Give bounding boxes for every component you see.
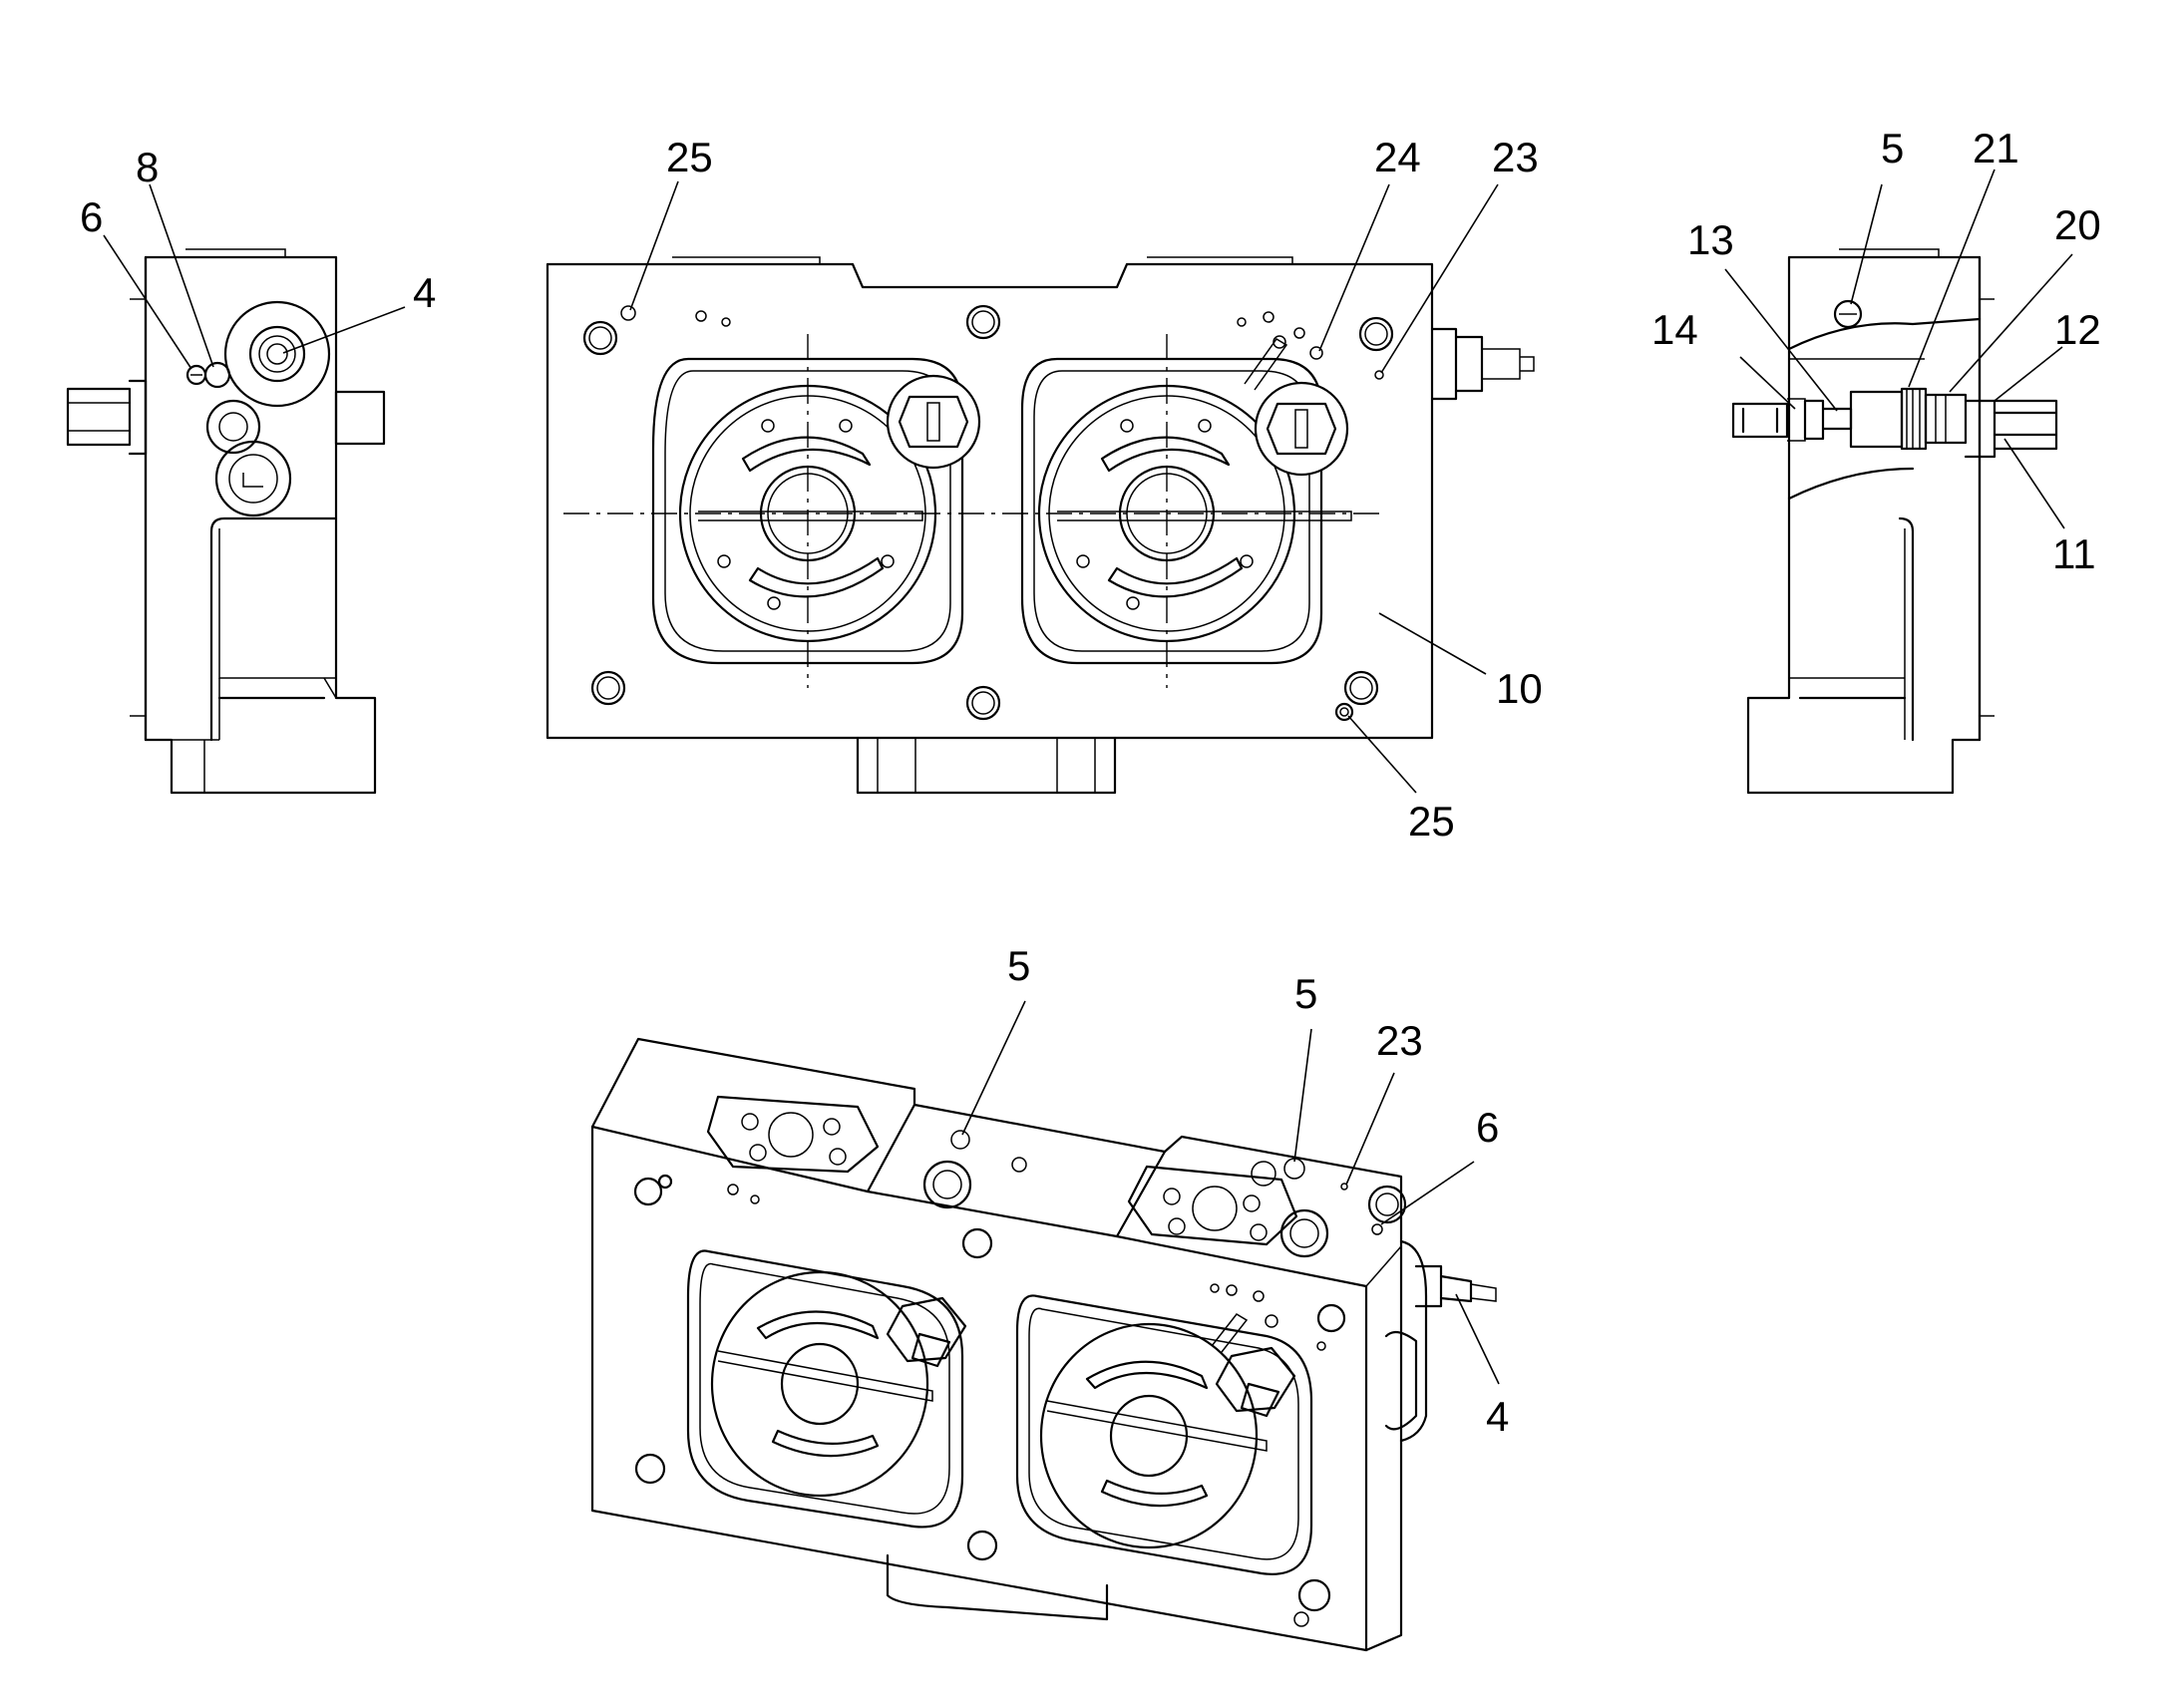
callout-6-left: 6 <box>80 193 103 240</box>
front-view <box>545 256 1535 795</box>
callout-5-iso-b: 5 <box>1294 970 1317 1017</box>
leader-lines <box>103 169 2073 1385</box>
callout-25-top: 25 <box>666 134 713 180</box>
callout-20: 20 <box>2054 201 2101 248</box>
callout-labels: 8 6 4 25 24 23 10 25 5 21 20 13 14 12 11… <box>80 125 2101 1440</box>
callout-23-front: 23 <box>1492 134 1539 180</box>
callout-5-right: 5 <box>1881 125 1904 171</box>
callout-4-iso: 4 <box>1486 1393 1509 1440</box>
callout-25-bottom: 25 <box>1408 798 1455 845</box>
callout-24: 24 <box>1374 134 1421 180</box>
callout-8-left: 8 <box>136 144 159 190</box>
callout-4-left: 4 <box>413 269 436 316</box>
right-side-view <box>1731 248 2058 795</box>
left-side-view <box>66 248 386 795</box>
callout-6-iso: 6 <box>1476 1104 1499 1151</box>
callout-11: 11 <box>2052 530 2096 577</box>
callout-14: 14 <box>1651 306 1698 353</box>
callout-10: 10 <box>1496 665 1543 712</box>
callout-21: 21 <box>1973 125 2019 171</box>
callout-5-iso-a: 5 <box>1007 942 1030 989</box>
callout-13: 13 <box>1687 216 1734 263</box>
callout-12: 12 <box>2054 306 2101 353</box>
callout-23-iso: 23 <box>1376 1017 1423 1064</box>
isometric-view <box>590 1037 1497 1652</box>
